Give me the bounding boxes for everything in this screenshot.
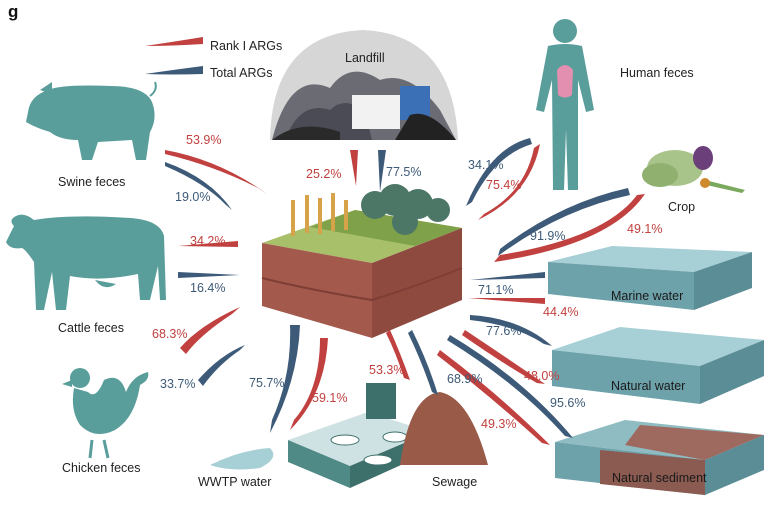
- swine-total-pct: 19.0%: [175, 190, 210, 204]
- sewage-label: Sewage: [432, 475, 477, 489]
- cattle-label: Cattle feces: [58, 321, 124, 335]
- wwtp-total-pct: 75.7%: [249, 376, 284, 390]
- marine-total-pct: 71.1%: [478, 283, 513, 297]
- natural-water-rank1-pct: 48.0%: [524, 369, 559, 383]
- human-label: Human feces: [620, 66, 694, 80]
- human-rank1-pct: 75.4%: [486, 178, 521, 192]
- marine-rank1-pct: 44.4%: [543, 305, 578, 319]
- chicken-label: Chicken feces: [62, 461, 141, 475]
- marine-total-flow: [470, 272, 545, 280]
- soil-block: [261, 184, 463, 338]
- human-illustration: Human feces: [536, 19, 694, 190]
- sewage-total-pct: 68.9%: [447, 372, 482, 386]
- natural-water-rank1-flow: [462, 330, 545, 384]
- natural-water-block: Natural water: [552, 327, 764, 404]
- panel-label: g: [8, 2, 18, 21]
- sewage-total-flow: [408, 330, 438, 395]
- swine-rank1-flow: [165, 150, 267, 194]
- cattle-total-flow: [178, 272, 240, 278]
- legend-total-swatch: [145, 66, 203, 75]
- cattle-rank1-pct: 34.2%: [190, 234, 225, 248]
- landfill-illustration: Landfill: [270, 30, 458, 140]
- swine-label: Swine feces: [58, 175, 125, 189]
- wwtp-rank1-flow: [290, 338, 328, 430]
- marine-rank1-flow: [468, 298, 545, 304]
- crop-total-flow: [498, 188, 630, 256]
- marine-water-block: Marine water: [548, 246, 752, 310]
- wwtp-label: WWTP water: [198, 475, 271, 489]
- human-rank1-flow: [478, 144, 540, 220]
- legend-rank1-swatch: [145, 37, 203, 46]
- chicken-rank1-pct: 68.3%: [152, 327, 187, 341]
- percentage-labels: 53.9% 19.0% 34.2% 16.4% 68.3% 33.7% 25.2…: [152, 133, 662, 431]
- sewage-rank1-flow: [386, 330, 410, 380]
- natural-water-total-flow: [470, 315, 552, 346]
- human-total-pct: 34.1%: [468, 158, 503, 172]
- wwtp-rank1-pct: 59.1%: [312, 391, 347, 405]
- legend: Rank I ARGs Total ARGs: [145, 37, 282, 80]
- sediment-label: Natural sediment: [612, 471, 707, 485]
- flow-arrows: [165, 138, 645, 445]
- landfill-rank1-flow: [350, 150, 358, 186]
- sediment-rank1-pct: 49.3%: [481, 417, 516, 431]
- chicken-total-pct: 33.7%: [160, 377, 195, 391]
- marine-label: Marine water: [611, 289, 683, 303]
- crop-label: Crop: [668, 200, 695, 214]
- chicken-total-flow: [198, 345, 245, 386]
- sediment-rank1-flow: [437, 350, 550, 445]
- natural-water-label: Natural water: [611, 379, 685, 393]
- sediment-total-pct: 95.6%: [550, 396, 585, 410]
- legend-total-label: Total ARGs: [210, 66, 273, 80]
- landfill-total-pct: 77.5%: [386, 165, 421, 179]
- cattle-illustration: Cattle feces: [6, 214, 166, 335]
- landfill-label: Landfill: [345, 51, 385, 65]
- landfill-rank1-pct: 25.2%: [306, 167, 341, 181]
- crop-illustration: Crop: [642, 146, 745, 214]
- natural-sediment-block: Natural sediment: [555, 420, 764, 495]
- chicken-illustration: Chicken feces: [62, 368, 149, 475]
- sewage-rank1-pct: 53.3%: [369, 363, 404, 377]
- cattle-total-pct: 16.4%: [190, 281, 225, 295]
- sediment-total-flow: [447, 335, 573, 438]
- crop-rank1-flow: [494, 194, 645, 262]
- sewage-illustration: Sewage: [400, 392, 488, 489]
- chicken-rank1-flow: [180, 307, 240, 354]
- human-total-flow: [466, 138, 532, 206]
- wwtp-total-flow: [270, 325, 300, 433]
- swine-rank1-pct: 53.9%: [186, 133, 221, 147]
- swine-total-flow: [165, 162, 232, 210]
- crop-rank1-pct: 49.1%: [627, 222, 662, 236]
- swine-illustration: Swine feces: [26, 81, 157, 189]
- cattle-rank1-flow: [178, 241, 238, 247]
- landfill-total-flow: [378, 150, 386, 192]
- crop-total-pct: 91.9%: [530, 229, 565, 243]
- legend-rank1-label: Rank I ARGs: [210, 39, 282, 53]
- natural-water-total-pct: 77.6%: [486, 324, 521, 338]
